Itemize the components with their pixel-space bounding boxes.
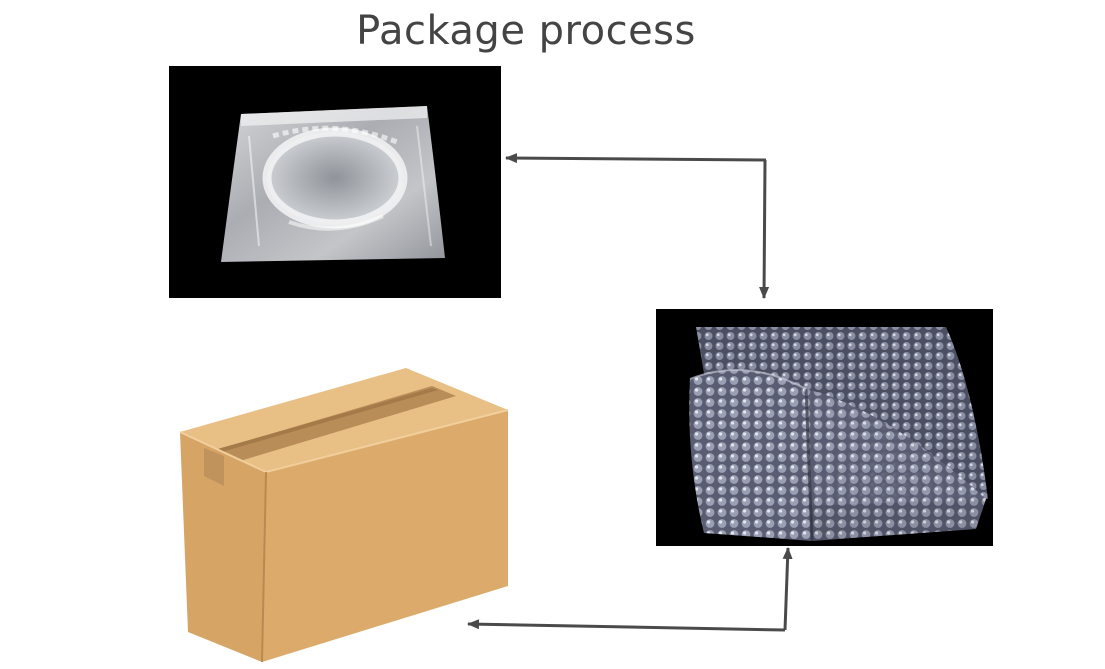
diagram-title: Package process (356, 8, 696, 54)
arrow-up-to-bubble-wrap (782, 547, 793, 631)
arrow-to-plastic-bag (505, 153, 767, 164)
cardboard-box-image (170, 360, 530, 665)
plastic-bag-image (169, 66, 501, 298)
bubble-wrap-image (656, 309, 993, 546)
arrow-to-bubble-wrap (759, 159, 770, 299)
